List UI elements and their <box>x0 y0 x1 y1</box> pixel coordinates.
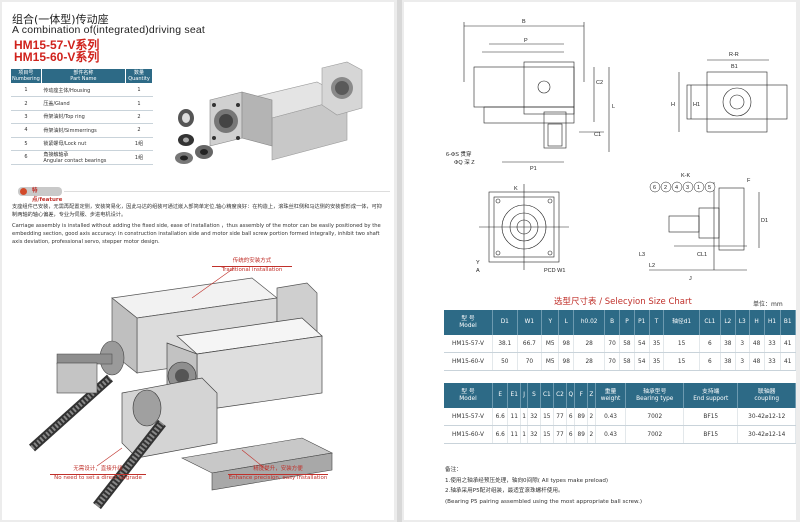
dim-label-h1: H1 <box>693 102 700 108</box>
technical-drawing-front: B P C2 L C1 P1 6-ΦS 贯穿 ΦQ 深 Z <box>446 19 615 172</box>
series-title-57: HM15-57-V系列 <box>14 38 100 52</box>
series-title-60: HM15-60-V系列 <box>14 50 100 64</box>
feature-divider <box>64 191 390 192</box>
note-1: 1.使用之轴承经预压处理，轴向0间隙( All types make prelo… <box>445 477 609 484</box>
dim-label-p1: P1 <box>530 166 537 172</box>
dim-label-y: Y <box>476 260 480 266</box>
page-gutter <box>397 0 402 522</box>
note-2: 2.轴承采用P5配对组装，最适宜滚珠螺杆使用。 <box>445 488 564 494</box>
left-page: 组合(一体型)传动座 A combination of(integrated)d… <box>2 2 394 520</box>
balloon-2: 2 <box>664 185 667 191</box>
installation-comparison-image <box>28 267 333 510</box>
balloon-6: 6 <box>653 185 656 191</box>
dim-label-l: L <box>612 104 615 110</box>
dim-label-rr: R-R <box>729 52 739 58</box>
hole-note-2: ΦQ 深 Z <box>454 158 475 166</box>
title-cn: 组合(一体型)传动座 <box>12 13 109 26</box>
right-page: B P C2 L C1 P1 6-ΦS 贯穿 ΦQ 深 Z R-R B1 H H… <box>404 2 796 520</box>
exploded-product-image <box>175 61 363 164</box>
size-chart-title: 选型尺寸表 / Selecyion Size Chart <box>554 297 692 307</box>
technical-drawing-flange: K Y A PCD W1 <box>476 184 569 274</box>
dim-label-kk: K-K <box>681 173 691 179</box>
feature-desc-en: Carriage assembly is installed without a… <box>12 223 381 245</box>
dim-label-j: J <box>689 276 692 282</box>
dim-label-k: K <box>514 186 518 192</box>
dim-label-b: B <box>522 19 526 25</box>
feature-label: 特点/feature <box>32 188 63 203</box>
balloon-4: 4 <box>675 185 678 191</box>
feature-heading: 特点/feature <box>10 187 390 203</box>
notes: 备注： 1.使用之轴承经预压处理，轴向0间隙( All types make p… <box>445 465 785 507</box>
dim-label-b1: B1 <box>731 64 738 70</box>
dim-label-c1: C1 <box>594 132 601 138</box>
balloon-5: 5 <box>708 185 711 191</box>
feature-desc-cn: 支座组件已安装，无需再配置定侧，安装简易化，因此马达的组装可通过嵌入部简单定位,… <box>12 204 382 218</box>
dim-label-h: H <box>671 102 675 108</box>
dim-label-l2: L2 <box>649 263 655 269</box>
unit-label: 单位：mm <box>753 301 783 308</box>
balloon-3: 3 <box>686 185 689 191</box>
balloon-1: 1 <box>697 185 700 191</box>
feature-bullet-icon <box>20 188 27 195</box>
feature-pill: 特点/feature <box>18 187 62 203</box>
title-en: A combination of(integrated)driving seat <box>12 24 206 36</box>
note-2-en: (Bearing P5 pairing assembled using the … <box>445 498 643 505</box>
technical-drawing-section-rr: R-R B1 H H1 <box>671 52 788 133</box>
notes-heading: 备注： <box>445 467 462 473</box>
dim-label-cl1: CL1 <box>697 252 707 258</box>
dim-label-d1: D1 <box>761 218 768 224</box>
dim-label-p: P <box>524 38 528 44</box>
dim-label-c2: C2 <box>596 80 603 86</box>
technical-drawing-section-kk: 6 2 4 3 1 5 K-K F D1 CL1 L3 L2 J <box>639 173 768 282</box>
hole-note-1: 6-ΦS 贯穿 <box>446 150 472 158</box>
dim-label-pcd: PCD W1 <box>544 268 565 274</box>
dim-label-f: F <box>747 178 751 184</box>
dim-label-l3: L3 <box>639 252 645 258</box>
dim-label-a: A <box>476 268 480 274</box>
